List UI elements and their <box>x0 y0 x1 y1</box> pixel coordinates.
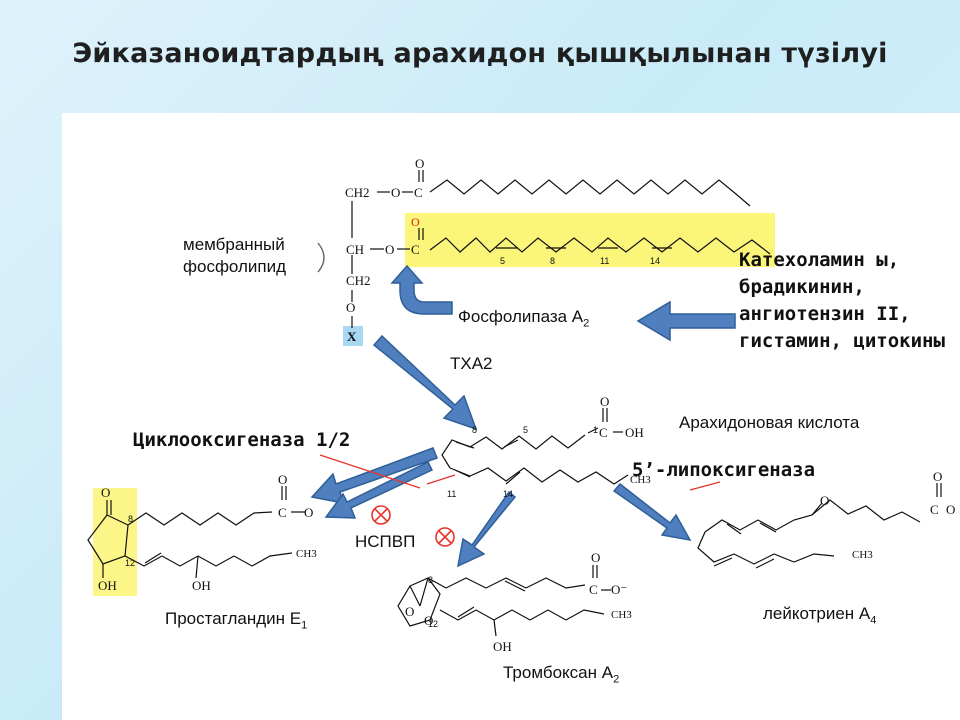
release-arrow <box>372 334 478 431</box>
stimuli-arrow <box>636 300 736 342</box>
prostaglandin-e1-label: Простагландин Е1 <box>165 609 308 632</box>
svg-text:O: O <box>591 550 600 565</box>
x-highlight <box>343 326 363 346</box>
svg-text:11: 11 <box>600 256 609 266</box>
arachidonoyl-o: O <box>411 215 420 229</box>
svg-text:8: 8 <box>550 256 555 266</box>
leukotriene-atoms: O C O O CH3 <box>820 469 955 561</box>
pge1-structure <box>87 486 305 579</box>
inhibit-symbols <box>371 505 455 547</box>
svg-text:CH3: CH3 <box>630 474 651 486</box>
svg-text:OH: OH <box>493 639 512 654</box>
svg-text:O: O <box>946 502 955 517</box>
svg-text:OH: OH <box>98 578 117 593</box>
svg-text:CH3: CH3 <box>852 549 873 561</box>
svg-text:12: 12 <box>428 619 438 629</box>
cyclooxygenase-label: Циклооксигеназа 1/2 <box>133 429 351 451</box>
svg-text:C: C <box>589 582 598 597</box>
svg-text:O: O <box>600 394 609 409</box>
svg-text:OH: OH <box>625 425 644 440</box>
svg-text:8: 8 <box>428 575 433 585</box>
svg-text:O: O <box>101 485 110 500</box>
svg-text:8: 8 <box>128 514 133 524</box>
svg-text:12: 12 <box>125 558 135 568</box>
arachidonic-acid-structure <box>441 408 629 485</box>
svg-text:O: O <box>411 215 420 229</box>
cox-arrow-pge1 <box>310 447 438 504</box>
slide-title: Эйказаноидтардың арахидон қышқылынан түз… <box>72 38 888 69</box>
svg-text:CH2: CH2 <box>346 273 371 288</box>
svg-text:5: 5 <box>500 256 505 266</box>
svg-text:C: C <box>278 505 287 520</box>
svg-text:O: O <box>405 604 414 619</box>
diagram-panel: CH2 O C O CH O C CH2 O X O 5 8 11 14 <box>62 113 960 720</box>
txa2-abbrev-label: ТХА2 <box>450 354 493 373</box>
svg-text:O: O <box>385 242 394 257</box>
pathway-diagram: CH2 O C O CH O C CH2 O X O 5 8 11 14 <box>87 156 955 654</box>
svg-text:C: C <box>414 185 423 200</box>
phospholipase-arrow <box>390 264 453 315</box>
svg-text:14: 14 <box>650 256 660 266</box>
pge1-highlight <box>93 488 137 596</box>
svg-text:O: O <box>278 472 287 487</box>
phospholipid-atoms: CH2 O C O CH O C CH2 O X <box>345 156 424 344</box>
membrane-label-line2: фосфолипид <box>183 257 287 276</box>
svg-text:1: 1 <box>593 425 598 435</box>
svg-text:C: C <box>599 425 608 440</box>
svg-text:O: O <box>415 156 424 171</box>
svg-text:11: 11 <box>447 489 456 499</box>
membrane-phospholipid-label: мембранный фосфолипид <box>183 234 286 278</box>
pge1-position-numbers: 8 12 <box>125 514 135 568</box>
leukotriene-structure <box>697 483 942 569</box>
svg-text:CH2: CH2 <box>345 185 370 200</box>
svg-text:O: O <box>933 469 942 484</box>
svg-text:O: O <box>304 505 313 520</box>
svg-text:5: 5 <box>523 425 528 435</box>
pathway-arrows <box>310 264 736 568</box>
svg-text:CH: CH <box>346 242 364 257</box>
inhibition-lines <box>319 454 721 491</box>
phospholipid-structure <box>351 170 771 328</box>
phospholipase-label: Фосфолипаза А2 <box>458 307 590 330</box>
lipoxygenase-label: 5’-липоксигеназа <box>632 459 816 481</box>
svg-text:O: O <box>820 493 829 508</box>
txa2-position-numbers: 8 12 <box>428 575 438 629</box>
aa-position-numbers: 1 5 8 11 14 <box>447 425 598 499</box>
svg-text:CH3: CH3 <box>296 548 317 560</box>
svg-text:14: 14 <box>503 489 513 499</box>
svg-text:O: O <box>424 613 433 628</box>
cox-arrow-txa2 <box>456 490 517 568</box>
thromboxane-atoms: O C O⁻ CH3 OH O O <box>405 550 632 654</box>
pge1-atoms: O OH O C O OH CH3 <box>98 472 317 593</box>
svg-text:C: C <box>411 242 420 257</box>
svg-text:O: O <box>391 185 400 200</box>
lox-arrow <box>612 482 692 542</box>
svg-text:O⁻: O⁻ <box>611 582 627 597</box>
svg-text:X: X <box>347 329 357 344</box>
svg-text:OH: OH <box>192 578 211 593</box>
svg-text:8: 8 <box>472 425 477 435</box>
svg-text:O: O <box>346 300 355 315</box>
leukotriene-a4-label: лейкотриен А4 <box>763 604 877 627</box>
stimuli-list: Катехоламин ы, брадикинин, ангиотензин I… <box>739 249 945 352</box>
arachidonic-acid-label: Арахидоновая кислота <box>679 413 860 432</box>
svg-text:CH3: CH3 <box>611 609 632 621</box>
chain-position-numbers: 5 8 11 14 <box>500 256 660 266</box>
svg-text:C: C <box>930 502 939 517</box>
ch2-top: CH2 <box>345 185 370 200</box>
membrane-bracket <box>317 242 325 273</box>
nsaid-label: НСПВП <box>355 532 416 551</box>
thromboxane-structure <box>397 565 611 637</box>
arachidonic-acid-atoms: O C OH CH3 <box>599 394 651 486</box>
cox-arrow-pge1-b <box>324 460 434 519</box>
thromboxane-a2-label: Тромбоксан А2 <box>503 663 620 686</box>
membrane-label-line1: мембранный <box>183 235 285 254</box>
